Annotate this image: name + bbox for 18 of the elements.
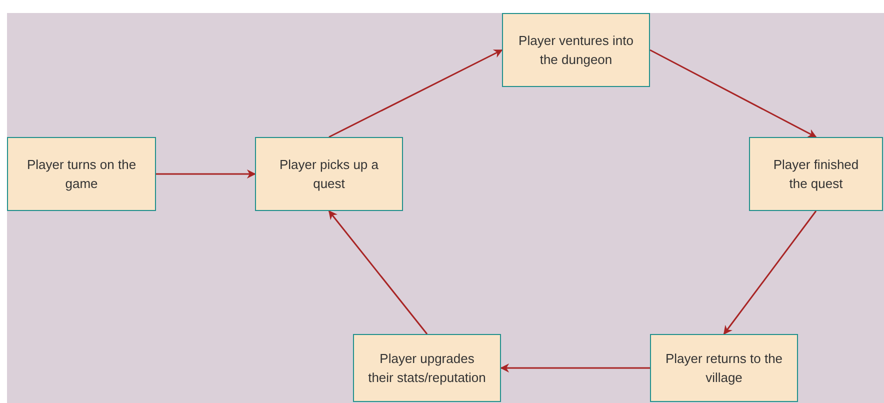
process-box <box>749 137 883 211</box>
box-text: Player turns on the game <box>26 156 138 193</box>
arrow <box>328 49 503 138</box>
box-text: Player returns to the village <box>665 350 783 387</box>
box-text: Player finished the quest <box>772 156 860 193</box>
arrow <box>500 364 650 372</box>
process-box <box>255 137 403 211</box>
arrow <box>650 49 817 138</box>
process-box <box>353 334 501 402</box>
box-text: Player picks up a quest <box>278 156 380 193</box>
arrow <box>723 210 817 335</box>
process-box <box>650 334 798 402</box>
process-box <box>7 137 156 211</box>
arrow <box>156 170 256 178</box>
box-text: Player ventures into the dungeon <box>518 32 634 69</box>
process-box <box>502 13 650 87</box>
box-text: Player upgrades their stats/reputation <box>368 350 486 387</box>
arrow <box>328 210 428 334</box>
